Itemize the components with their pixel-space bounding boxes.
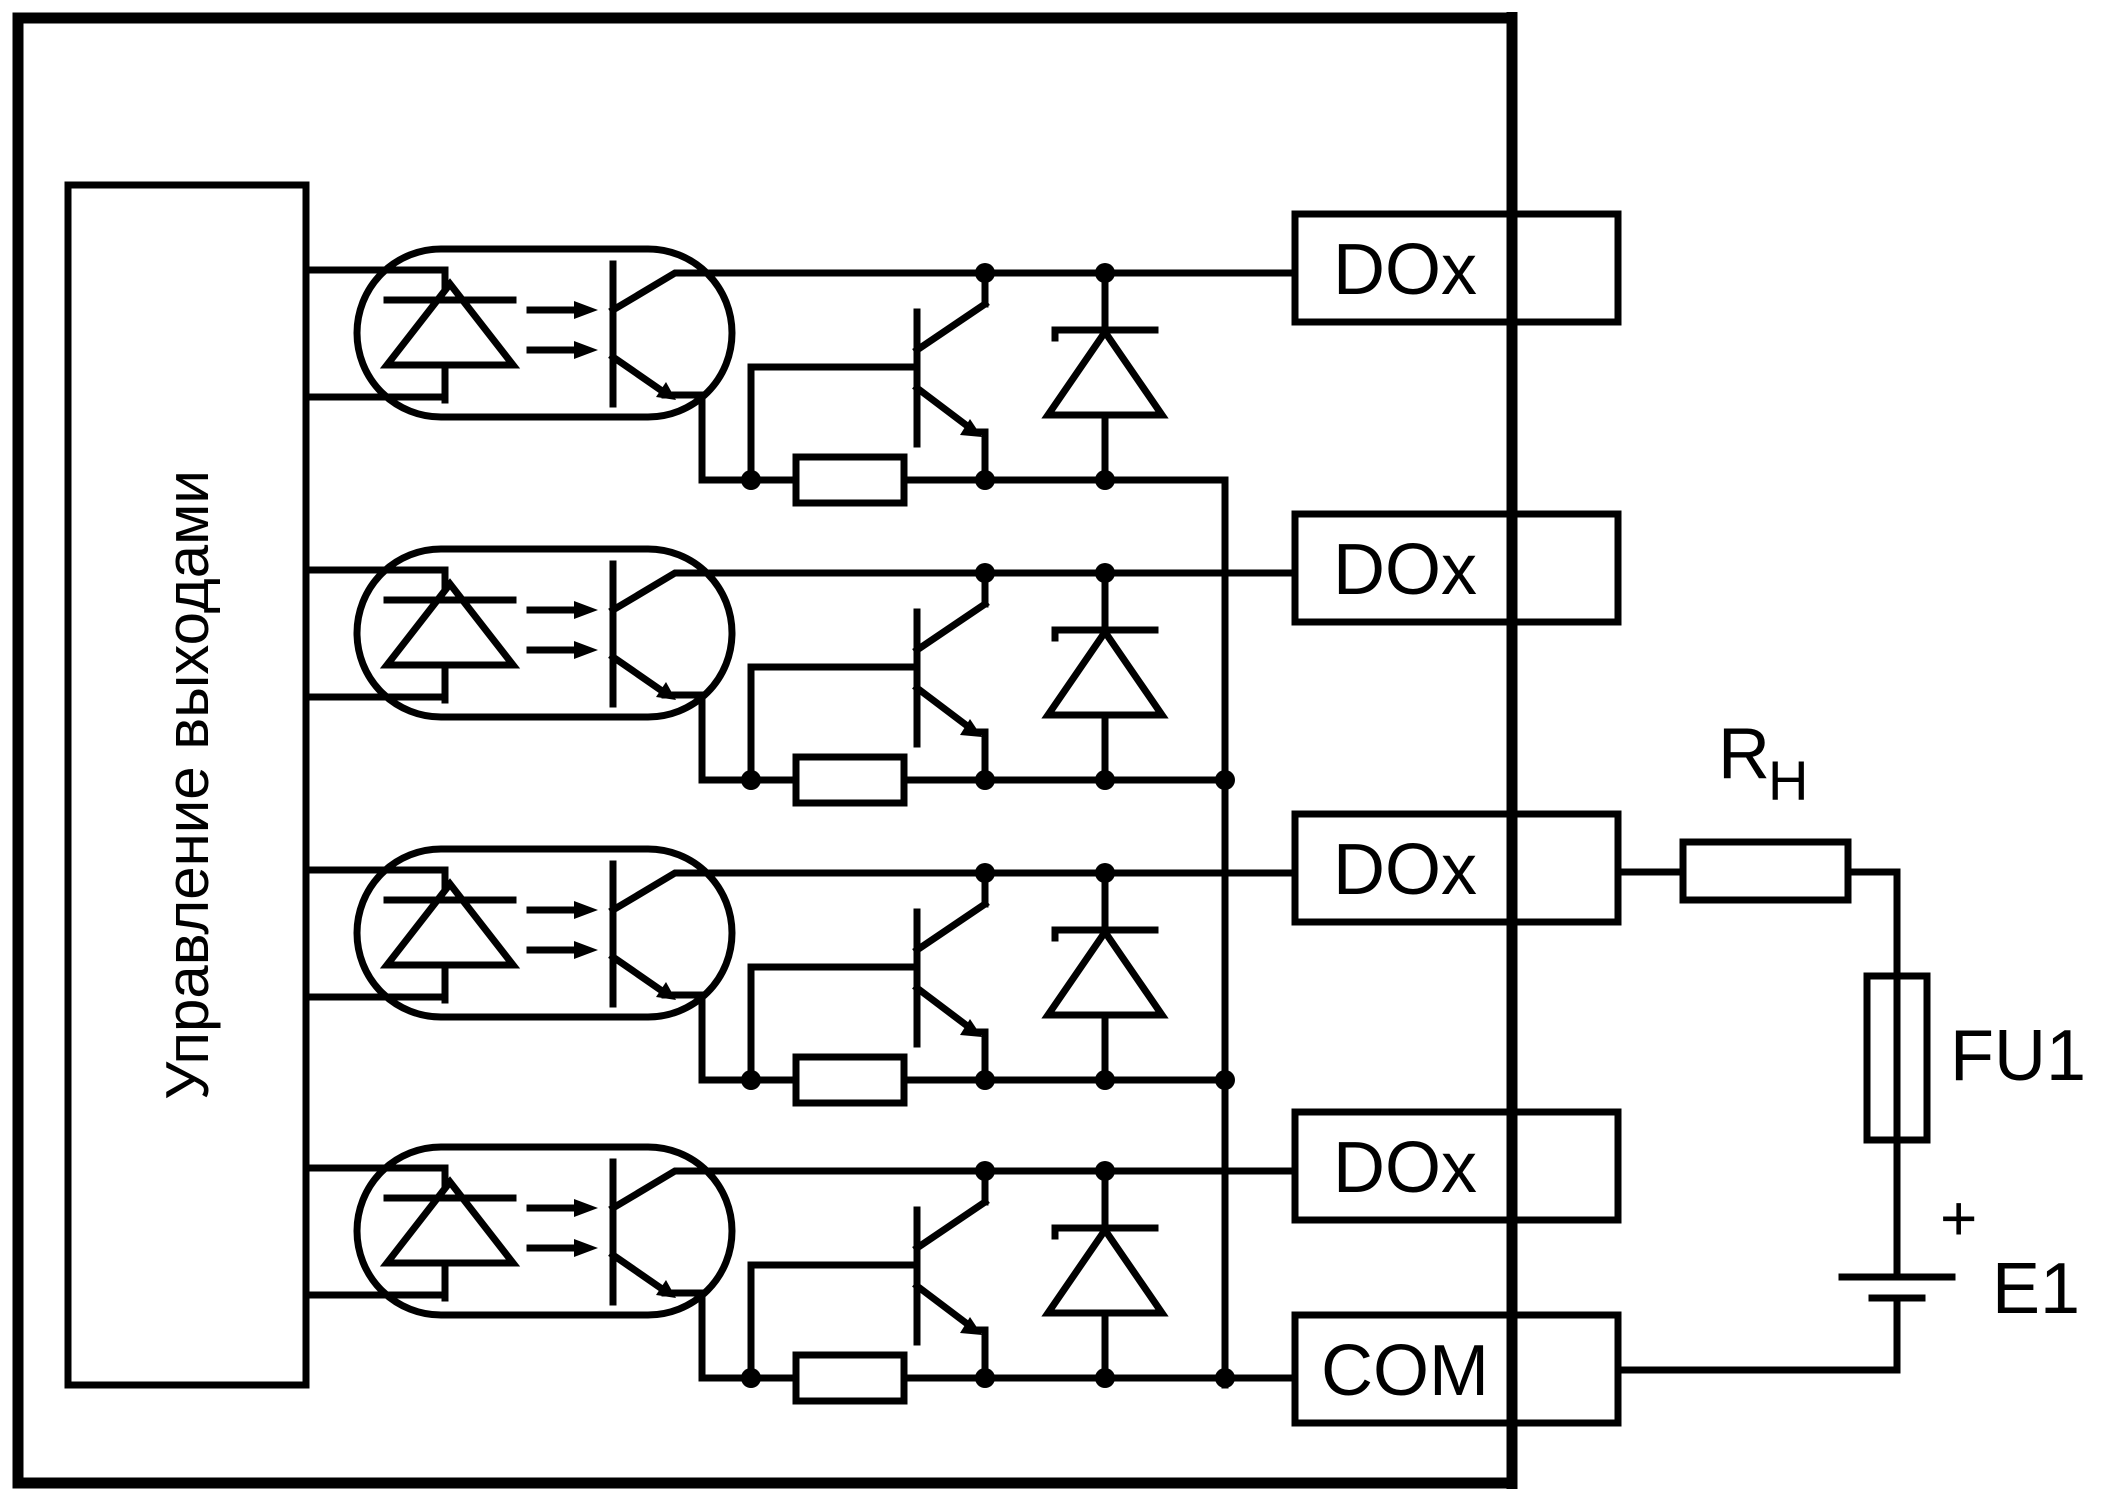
terminal-box (1291, 510, 1622, 626)
terminal-3: DOx (1291, 810, 1622, 926)
tvs-diode-icon (1041, 1223, 1169, 1317)
terminal-box (1291, 1311, 1622, 1427)
terminal-label: DOx (1333, 1128, 1477, 1208)
junction-dot (1095, 770, 1115, 790)
terminal-label: DOx (1333, 830, 1477, 910)
output-channel-4 (302, 1143, 1299, 1405)
junction-dot (741, 1070, 761, 1090)
junction-dot (975, 1368, 995, 1388)
external-circuit: R Н FU1 + E1 (1614, 714, 2086, 1374)
load-resistor-subscript: Н (1768, 749, 1808, 812)
optocoupler-body (353, 845, 736, 1021)
terminal-box (1291, 1108, 1622, 1224)
junction-dot (975, 470, 995, 490)
junction-dot (975, 1070, 995, 1090)
terminal-5: COM (1291, 1311, 1622, 1427)
base-wire (747, 963, 921, 1084)
led-icon (379, 278, 521, 369)
base-resistor (792, 753, 908, 807)
junction-dot (1095, 1070, 1115, 1090)
output-channel-1 (302, 245, 1299, 507)
load-resistor-letter: R (1718, 714, 1770, 794)
output-channel-2 (302, 545, 1299, 807)
optocoupler-body (353, 1143, 736, 1319)
fuse-label: FU1 (1950, 1016, 2086, 1096)
base-wire (747, 663, 921, 784)
control-block: Управление выходами (64, 181, 310, 1389)
terminal-label: COM (1321, 1331, 1489, 1411)
base-resistor (792, 1351, 908, 1405)
control-block-label: Управление выходами (154, 470, 221, 1100)
led-icon (379, 1176, 521, 1267)
optocoupler-body (353, 545, 736, 721)
terminal-1: DOx (1291, 210, 1622, 326)
tvs-diode-icon (1041, 925, 1169, 1019)
junction-dot (975, 263, 995, 283)
base-resistor (792, 453, 908, 507)
junction-dot (1095, 563, 1115, 583)
junction-dot (975, 770, 995, 790)
base-wire (747, 1261, 921, 1382)
tvs-diode-icon (1041, 625, 1169, 719)
base-resistor (792, 1053, 908, 1107)
battery-polarity-label: + (1940, 1182, 1977, 1254)
terminal-2: DOx (1291, 510, 1622, 626)
tvs-diode-icon (1041, 325, 1169, 419)
output-channel-3 (302, 845, 1299, 1107)
junction-dot (1095, 863, 1115, 883)
output-channels (302, 245, 1299, 1405)
terminal-label: DOx (1333, 530, 1477, 610)
led-icon (379, 878, 521, 969)
terminal-box (1291, 210, 1622, 326)
junction-dot (975, 1161, 995, 1181)
terminal-box (1291, 810, 1622, 926)
led-icon (379, 578, 521, 669)
junction-dot (1095, 1161, 1115, 1181)
terminal-4: DOx (1291, 1108, 1622, 1224)
base-wire (747, 363, 921, 484)
junction-dot (1095, 263, 1115, 283)
junction-dot (741, 470, 761, 490)
battery-label: E1 (1992, 1249, 2080, 1329)
load-resistor (1679, 838, 1852, 904)
optocoupler-body (353, 245, 736, 421)
terminal-label: DOx (1333, 230, 1477, 310)
junction-dot (975, 563, 995, 583)
junction-dot (975, 863, 995, 883)
junction-dot (741, 1368, 761, 1388)
junction-dot (741, 770, 761, 790)
